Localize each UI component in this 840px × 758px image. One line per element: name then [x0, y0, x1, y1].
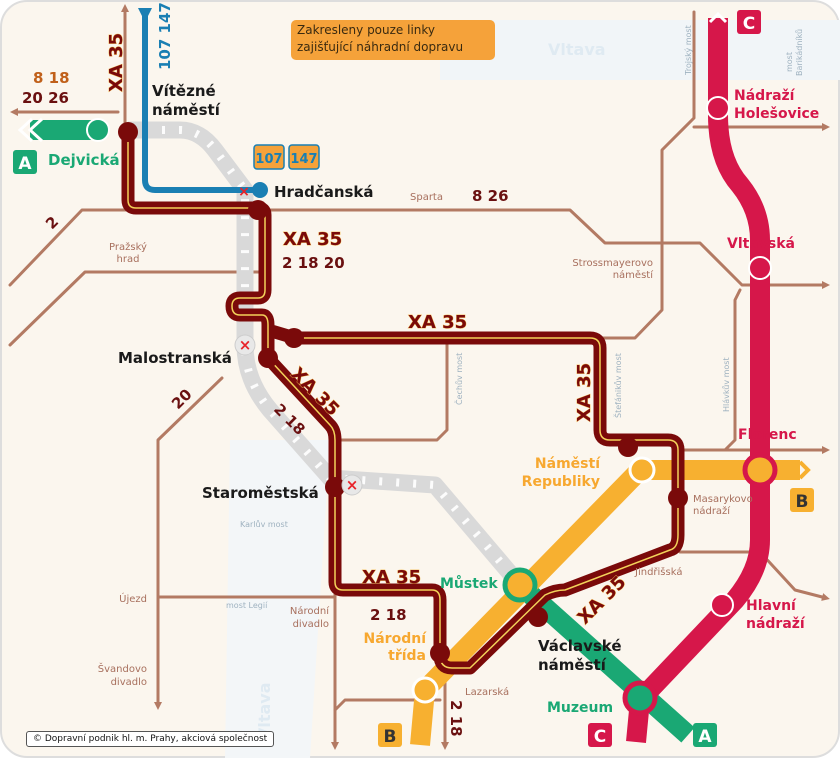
tram-lines-lazarska: 2 18 [447, 700, 465, 737]
bridge-karluv: Karlův most [240, 519, 288, 529]
place-ujezd: Újezd [119, 592, 147, 605]
route-label-xa35: XA 35 [283, 229, 342, 250]
notice-box: Zakresleny pouze linky zajišťující náhra… [291, 20, 495, 60]
bridge-trojsky: Trojský most [684, 25, 693, 76]
station-malostranska: Malostranská [118, 349, 232, 367]
metro-badge-c-holesovice: C [737, 10, 761, 34]
bus-lines-label: 107 147 [156, 2, 174, 70]
station-mustek: Můstek [440, 575, 498, 592]
place-sparta: Sparta [410, 192, 443, 203]
metro-badge-a-dejvicka: A [13, 150, 37, 174]
station-dejvicka: Dejvická [48, 151, 120, 169]
bus-route-107-147 [138, 8, 258, 193]
tram-lines-dejvicka-top: 8 18 [33, 69, 70, 87]
svg-text:A: A [18, 154, 32, 174]
place-jindrisska: Jindřišská [634, 566, 682, 578]
svg-text:B: B [384, 727, 397, 747]
bridge-hlavkuv: Hlávkův most [721, 357, 731, 412]
svg-text:C: C [743, 14, 755, 34]
tram-lines-dejvicka-bottom: 20 26 [22, 89, 69, 107]
river-area [225, 440, 330, 758]
route-label-xa35: XA 35 [408, 312, 467, 333]
station-vltavska: Vltavská [727, 236, 795, 252]
svg-text:C: C [594, 727, 606, 747]
route-label-xa35: XA 35 [362, 567, 421, 588]
stops: × × × [86, 96, 778, 716]
tram-lines-narodni: 2 18 [370, 606, 407, 624]
closed-stop-icon: × [346, 476, 359, 494]
station-florenc: Florenc [738, 427, 797, 443]
bridge-legii: most Legií [226, 601, 268, 610]
station-staromestska: Staroměstská [202, 484, 319, 502]
station-hradcanska: Hradčanská [274, 183, 374, 201]
bridge-cechuv: Čechův most [453, 353, 464, 405]
svg-text:B: B [796, 492, 809, 512]
bus-badge-147: 147 [290, 152, 317, 167]
tram-lines-hradcanska: 2 18 20 [282, 254, 345, 272]
bridge-stefanikuv: Štefánikův most [612, 353, 623, 418]
tram-lines-sparta: 8 26 [472, 187, 509, 205]
metro-badge-c-muzeum: C [588, 723, 612, 747]
closed-stop-icon: × [238, 184, 250, 200]
river-label: Vltava [548, 40, 606, 59]
route-label-xa35: XA 35 [574, 363, 595, 422]
svg-text:A: A [698, 727, 712, 747]
bridge-barikadniku: mostBarikádníků [785, 29, 804, 76]
river-label: Vltava [255, 682, 274, 740]
bus-stop-hradcanska [252, 182, 268, 198]
copyright: © Dopravní podnik hl. m. Prahy, akciová … [26, 731, 275, 747]
metro-badge-b-florenc: B [790, 488, 814, 512]
metro-badge-b-narodni: B [378, 723, 402, 747]
river-area [440, 20, 840, 80]
closed-stop-icon: × [239, 336, 252, 354]
metro-badge-a-muzeum: A [693, 723, 717, 747]
bus-badge-107: 107 [255, 152, 282, 167]
route-label-xa35: XA 35 [106, 33, 127, 92]
place-lazarska: Lazarská [465, 686, 509, 698]
station-muzeum: Muzeum [547, 700, 613, 716]
bus-badges: 107 147 [253, 144, 320, 170]
